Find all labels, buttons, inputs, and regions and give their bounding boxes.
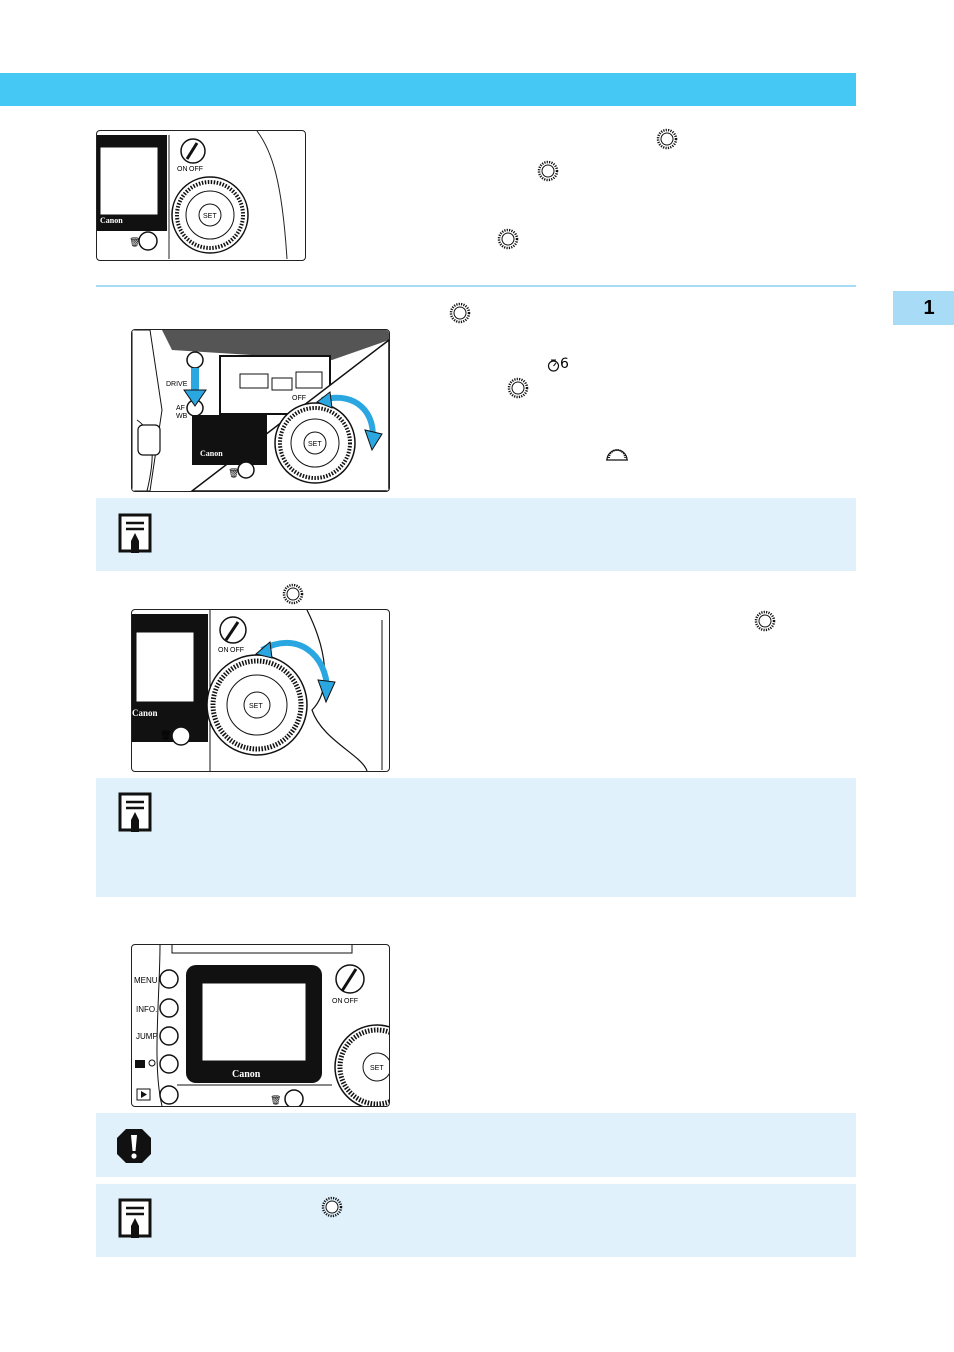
svg-text:MENU: MENU (134, 976, 158, 985)
quick-control-dial-icon (754, 610, 776, 632)
svg-text:SET: SET (370, 1065, 384, 1072)
svg-text:OFF: OFF (344, 998, 358, 1005)
chapter-tab[interactable]: 1 (893, 291, 954, 325)
illustration-lcd-buttons: MENU INFO. JUMP Canon ON OFF SET 🗑 (131, 944, 390, 1107)
svg-text:🗑: 🗑 (129, 237, 140, 247)
chapter-header-bar (0, 73, 856, 106)
memo-icon (118, 513, 152, 553)
svg-text:JUMP: JUMP (136, 1032, 158, 1041)
main-dial-icon (606, 449, 628, 461)
svg-text:INFO.: INFO. (136, 1005, 157, 1014)
canon-logo: Canon (232, 1069, 261, 1080)
svg-text:SET: SET (203, 213, 217, 220)
illustration-dial-rotate: Canon ON OFF SET 🗑 (131, 609, 390, 772)
canon-logo: Canon (132, 708, 158, 718)
svg-text:WB: WB (176, 413, 188, 420)
memo-icon (118, 1198, 152, 1238)
quick-control-dial-icon (497, 228, 519, 250)
self-timer-value: 6 (560, 356, 569, 372)
section-divider (96, 285, 856, 287)
caution-box (96, 1113, 856, 1177)
svg-text:ON: ON (332, 998, 343, 1005)
svg-text:OFF: OFF (230, 647, 244, 654)
illustration-drive-af: DRIVE AF WB Canon OFF SET 🗑 (131, 329, 390, 492)
quick-control-dial-icon (282, 583, 304, 605)
caution-icon (117, 1129, 151, 1163)
quick-control-dial-icon (537, 160, 559, 182)
svg-text:🗑: 🗑 (228, 468, 239, 478)
note-box (96, 778, 856, 897)
memo-icon (118, 792, 152, 832)
quick-control-dial-icon (449, 302, 471, 324)
note-box (96, 1184, 856, 1257)
svg-text:SET: SET (308, 441, 322, 448)
illustration-dial-power: Canon ON OFF SET 🗑 (96, 130, 306, 261)
note-box (96, 498, 856, 571)
svg-text:OFF: OFF (189, 166, 203, 173)
svg-text:ON: ON (218, 647, 229, 654)
canon-logo: Canon (100, 216, 123, 225)
svg-text:🗑: 🗑 (270, 1095, 281, 1105)
svg-text:ON: ON (177, 166, 188, 173)
svg-text:🗑: 🗑 (160, 730, 171, 740)
svg-text:SET: SET (249, 703, 263, 710)
svg-text:DRIVE: DRIVE (166, 381, 188, 388)
self-timer-icon (547, 359, 560, 372)
quick-control-dial-icon (656, 128, 678, 150)
canon-logo: Canon (200, 449, 223, 458)
quick-control-dial-icon (507, 377, 529, 399)
quick-control-dial-icon (321, 1196, 343, 1218)
svg-text:AF: AF (176, 405, 185, 412)
svg-text:OFF: OFF (292, 395, 306, 402)
chapter-number: 1 (923, 297, 935, 319)
